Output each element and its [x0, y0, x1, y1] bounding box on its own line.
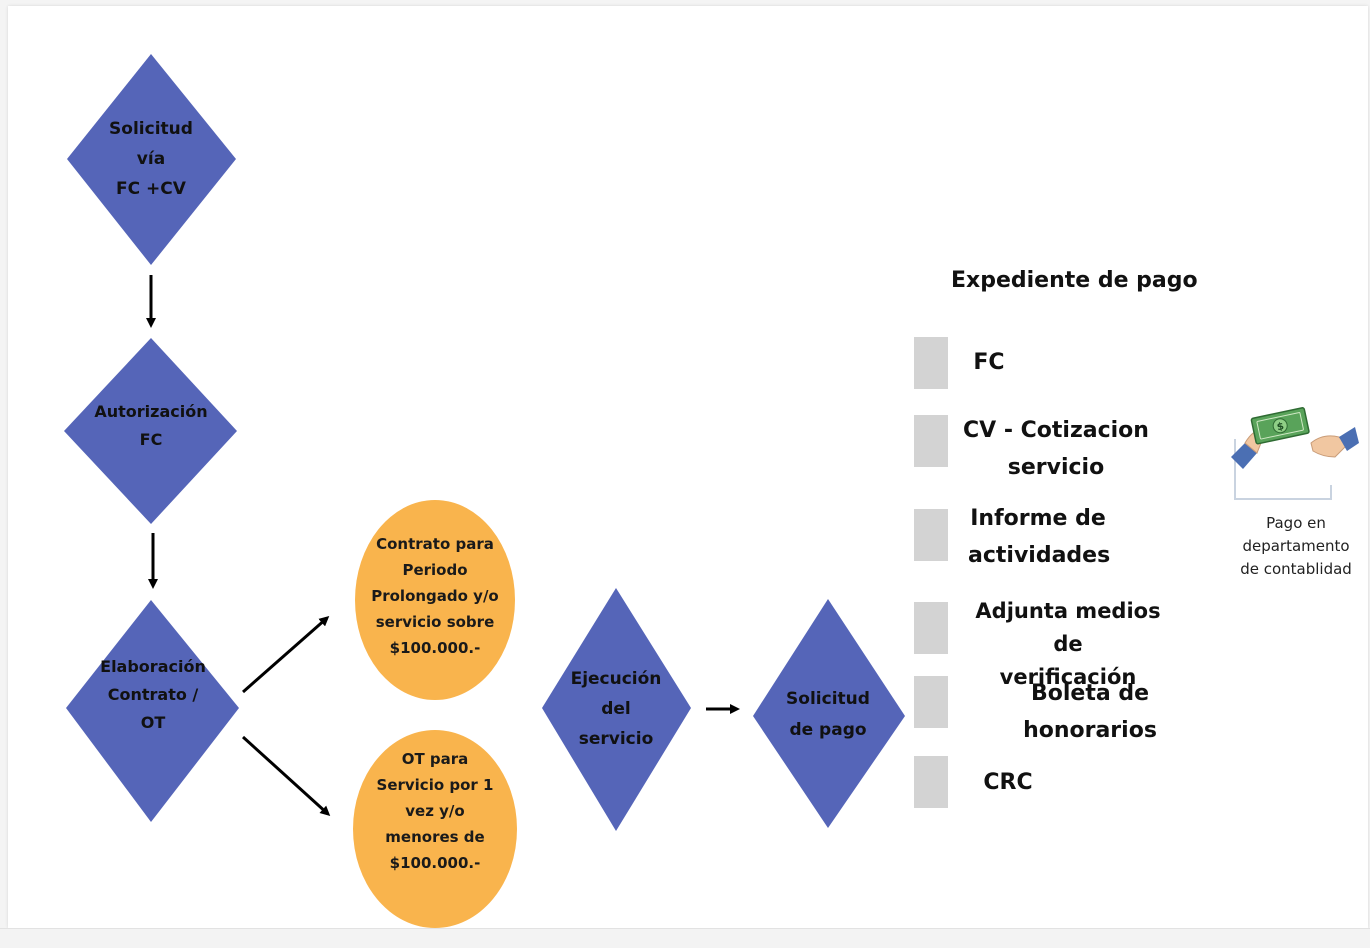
payment-file-item-medios: Adjunta medios de verificación [975, 599, 1161, 689]
diagram-canvas: Solicitud vía FC +CV Autorización FC Ela… [8, 6, 1368, 928]
diamond-execution [542, 588, 691, 831]
flow-shapes [64, 54, 948, 928]
payment-file-box-3 [914, 509, 948, 561]
circle-ot-option [353, 730, 517, 928]
payment-file-item-cv: CV - Cotizacion servicio [963, 418, 1149, 480]
arrow-elaboration-to-contract [242, 616, 330, 694]
payment-file-box-4 [914, 602, 948, 654]
payment-file-title: Expediente de pago [951, 268, 1198, 293]
svg-text:$: $ [1276, 421, 1285, 433]
diamond-authorization [64, 338, 237, 524]
bottom-band [0, 928, 1370, 948]
arrow-elaboration-to-ot [241, 735, 331, 817]
payment-file-item-fc: FC [973, 350, 1005, 375]
label-elaboration: Elaboración Contrato / OT [100, 657, 206, 732]
payment-image-caption: Pago en departamento de contablidad [1240, 514, 1352, 578]
label-ot-option: OT para Servicio por 1 vez y/o menores d… [376, 750, 494, 872]
diamond-elaboration [66, 600, 239, 822]
label-execution: Ejecución del servicio [570, 669, 662, 749]
payment-file-box-2 [914, 415, 948, 467]
diamond-payment-request [753, 599, 905, 828]
label-payment-request: Solicitud de pago [786, 689, 870, 740]
payment-file-box-1 [914, 337, 948, 389]
label-authorization: Autorización FC [94, 402, 208, 449]
label-request: Solicitud vía FC +CV [109, 119, 193, 199]
payment-file-item-crc: CRC [983, 770, 1033, 795]
payment-file-box-6 [914, 756, 948, 808]
label-contract-option: Contrato para Periodo Prolongado y/o ser… [371, 535, 499, 657]
payment-file-item-informe: Informe de actividades [968, 506, 1111, 568]
circle-contract-option [355, 500, 515, 700]
payment-file-box-5 [914, 676, 948, 728]
hand-over-money-icon: $ [1231, 407, 1359, 500]
diamond-request [67, 54, 236, 265]
payment-file-item-boleta: Boleta de honorarios [1023, 681, 1157, 743]
